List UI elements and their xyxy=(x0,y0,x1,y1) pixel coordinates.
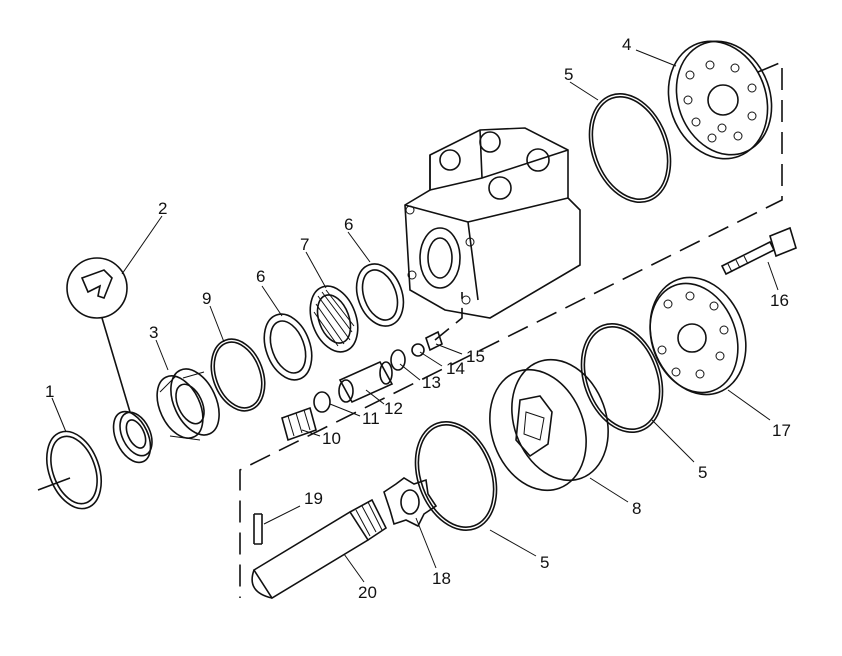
label-11: 11 xyxy=(362,409,380,428)
leader-lines xyxy=(51,49,779,583)
label-17: 17 xyxy=(772,421,791,440)
label-4: 4 xyxy=(622,35,631,54)
part-9-ring xyxy=(210,338,266,412)
part-3-seal-gland xyxy=(156,368,220,441)
part-7-thrust-bearing xyxy=(309,285,359,353)
label-14: 14 xyxy=(446,359,465,378)
label-19: 19 xyxy=(304,489,323,508)
label-8: 8 xyxy=(632,499,641,518)
label-6b: 6 xyxy=(344,215,353,234)
label-18: 18 xyxy=(432,569,451,588)
part-15-check-seat xyxy=(425,330,443,352)
label-12: 12 xyxy=(384,399,403,418)
label-5a: 5 xyxy=(564,65,573,84)
part-4-end-cap xyxy=(667,40,773,160)
label-2: 2 xyxy=(158,199,167,218)
label-16: 16 xyxy=(770,291,789,310)
part-5-seal-top xyxy=(588,92,672,204)
label-20: 20 xyxy=(358,583,377,602)
label-10: 10 xyxy=(322,429,341,448)
part-11-o-ring xyxy=(313,391,331,413)
label-5c: 5 xyxy=(540,553,549,572)
part-2-bearing-detail xyxy=(66,257,131,413)
part-1-snap-ring xyxy=(46,430,102,510)
callout-labels: 1 2 3 4 5 5 5 6 6 7 8 9 10 11 12 13 14 1… xyxy=(45,35,791,602)
part-5-seal-middle xyxy=(580,322,664,434)
part-13-o-ring xyxy=(390,349,406,371)
valve-housing xyxy=(404,127,581,319)
part-6-thrust-washer-a xyxy=(263,313,313,381)
part-17-end-plate xyxy=(649,276,747,396)
label-15: 15 xyxy=(466,347,485,366)
part-20-drive-shaft xyxy=(251,498,388,600)
label-13: 13 xyxy=(422,373,441,392)
part-16-bolt xyxy=(720,226,797,276)
part-18-star-gear xyxy=(383,477,438,528)
label-1: 1 xyxy=(45,382,54,401)
label-6a: 6 xyxy=(256,267,265,286)
part-14-check-ball xyxy=(411,343,425,357)
part-6-thrust-washer-b xyxy=(355,263,405,327)
part-19-pin xyxy=(253,513,263,545)
label-9: 9 xyxy=(202,289,211,308)
label-7: 7 xyxy=(300,235,309,254)
label-3: 3 xyxy=(149,323,158,342)
part-10-plug xyxy=(281,406,317,442)
part-5-seal-bottom xyxy=(414,420,498,532)
label-5b: 5 xyxy=(698,463,707,482)
part-12-spool xyxy=(338,360,394,404)
part-2-bearing xyxy=(112,410,153,464)
assembly-axis xyxy=(37,60,783,598)
part-8-gerotor xyxy=(489,358,609,492)
